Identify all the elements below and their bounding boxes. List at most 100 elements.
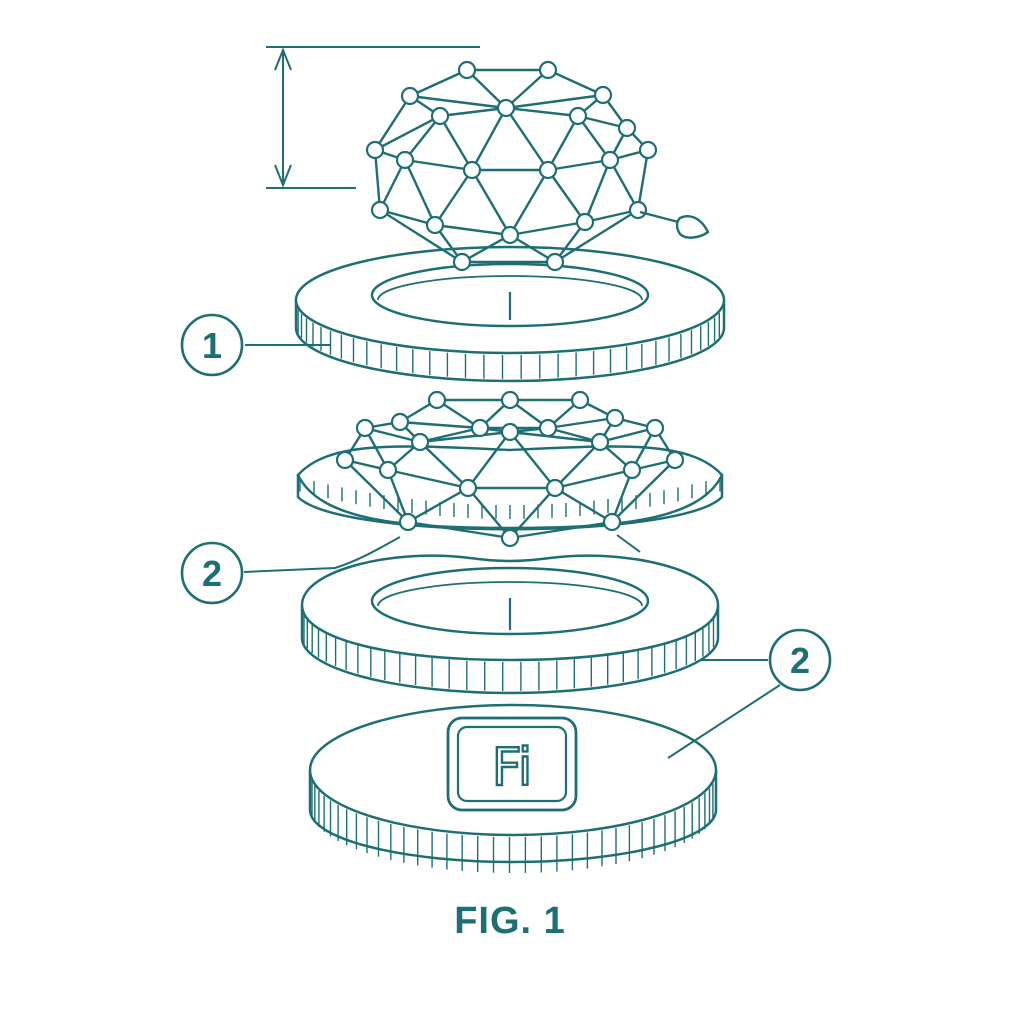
geodesic-strut	[373, 149, 382, 211]
geodesic-node	[545, 252, 565, 272]
geodesic-strut	[403, 159, 437, 226]
geodesic-strut	[470, 169, 512, 236]
geodesic-strut	[434, 223, 511, 237]
geodesic-node	[500, 225, 520, 245]
geodesic-node	[665, 450, 685, 470]
geodesic-strut	[379, 208, 436, 227]
geodesic-strut	[554, 486, 613, 524]
geodesic-strut	[509, 430, 601, 444]
geodesic-node	[500, 422, 520, 442]
geodesic-node	[622, 460, 642, 480]
lower-ring-disc	[300, 554, 720, 695]
geodesic-node	[452, 252, 472, 272]
top-ring-disc	[294, 245, 726, 383]
geodesic-strut	[409, 68, 468, 98]
geodesic-node	[500, 390, 520, 410]
geodesic-strut	[404, 158, 473, 172]
geodesic-dome-icon	[365, 60, 710, 272]
geodesic-strut	[419, 426, 481, 444]
callout-leaders	[243, 344, 781, 759]
element-badge-text: Fi	[492, 738, 533, 798]
geodesic-node	[378, 460, 398, 480]
geodesic-strut	[505, 107, 549, 171]
geodesic-strut	[467, 487, 511, 539]
geodesic-strut	[610, 469, 634, 523]
geodesic-node	[395, 150, 415, 170]
callout-middle-assembly: 2	[180, 541, 244, 605]
geodesic-node	[458, 478, 478, 498]
geodesic-node	[602, 512, 622, 532]
callout-label: 2	[790, 640, 810, 681]
geodesic-strut	[583, 159, 612, 223]
geodesic-node	[430, 106, 450, 126]
geodesic-strut	[547, 158, 611, 172]
geodesic-node	[638, 140, 658, 160]
geodesic-strut	[407, 486, 469, 524]
geodesic-strut	[344, 459, 409, 523]
geodesic-node	[600, 150, 620, 170]
geodesic-node	[617, 118, 637, 138]
geodesic-node	[496, 98, 516, 118]
geodesic-strut	[378, 159, 407, 211]
geodesic-node	[575, 212, 595, 232]
geodesic-strut	[386, 469, 410, 523]
geodesic-strut	[438, 115, 474, 171]
geodesic-strut	[467, 431, 511, 489]
geodesic-node	[398, 512, 418, 532]
geodesic-node	[365, 140, 385, 160]
geodesic-node	[427, 390, 447, 410]
geodesic-strut	[611, 459, 676, 523]
base-coin-disc	[308, 703, 718, 873]
geodesic-strut	[374, 114, 441, 152]
geodesic-strut	[470, 107, 508, 171]
figure-caption: FIG. 1	[454, 900, 566, 942]
element-badge	[446, 716, 578, 812]
geodesic-node	[628, 200, 648, 220]
geodesic-node	[390, 412, 410, 432]
geodesic-strut	[409, 94, 507, 110]
geodesic-strut	[404, 115, 441, 161]
geodesic-strut	[636, 149, 650, 211]
callout-label: 1	[202, 325, 222, 366]
geodesic-strut	[399, 420, 481, 430]
geodesic-strut	[554, 208, 639, 264]
key-tip-icon	[639, 210, 710, 239]
geodesic-node	[570, 390, 590, 410]
geodesic-strut	[505, 93, 604, 110]
geodesic-strut	[509, 220, 586, 237]
geodesic-node	[410, 432, 430, 452]
geodesic-strut	[419, 430, 511, 444]
geodesic-strut	[407, 520, 511, 540]
geodesic-node	[457, 60, 477, 80]
geodesic-strut	[505, 69, 549, 109]
geodesic-strut	[608, 159, 640, 211]
geodesic-node	[370, 200, 390, 220]
geodesic-strut	[599, 426, 656, 444]
geodesic-strut	[387, 468, 469, 490]
callout-top-ring: 1	[180, 313, 244, 377]
geodesic-node	[425, 215, 445, 235]
geodesic-strut	[509, 431, 556, 489]
geodesic-strut	[419, 441, 469, 489]
geodesic-node	[538, 418, 558, 438]
geodesic-strut	[508, 169, 550, 236]
geodesic-strut	[547, 169, 586, 223]
geodesic-strut	[509, 520, 613, 540]
geodesic-strut	[379, 208, 463, 264]
geodesic-node	[355, 418, 375, 438]
geodesic-strut	[554, 441, 601, 489]
geodesic-node	[538, 60, 558, 80]
geodesic-strut	[547, 68, 604, 97]
flat-geodesic-dome-icon	[335, 390, 685, 548]
geodesic-strut	[439, 106, 507, 118]
geodesic-node	[593, 85, 613, 105]
geodesic-node	[400, 86, 420, 106]
geodesic-node	[538, 160, 558, 180]
geodesic-strut	[434, 169, 473, 226]
geodesic-strut	[373, 95, 412, 151]
geodesic-strut	[554, 468, 633, 490]
geodesic-strut	[461, 233, 511, 264]
geodesic-node	[470, 418, 490, 438]
geodesic-node	[335, 450, 355, 470]
